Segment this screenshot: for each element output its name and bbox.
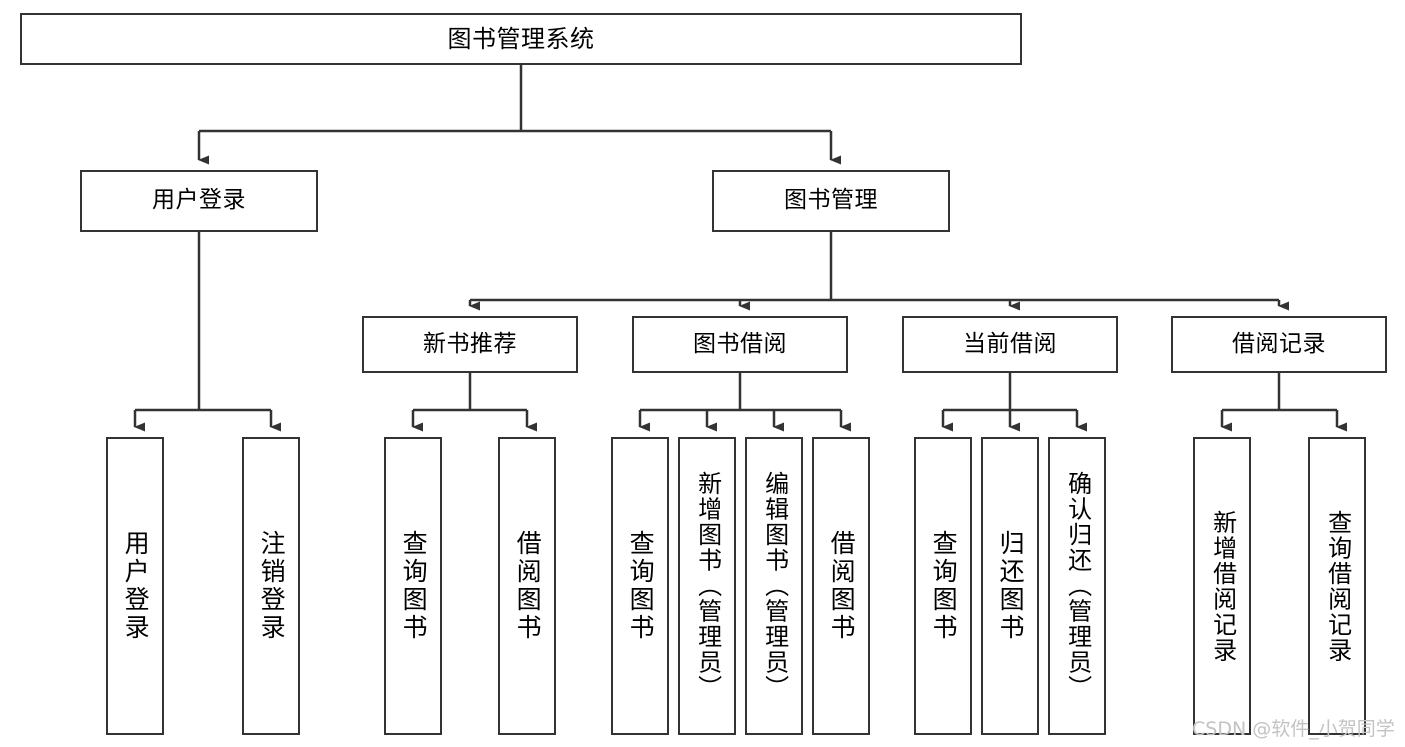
node-book-manage[interactable]: 图书管理 [712, 170, 950, 232]
node-leaf-user-login[interactable]: 用户登录 [106, 437, 164, 735]
node-label: 图书管理 [784, 187, 878, 214]
node-leaf-query-record[interactable]: 查询借阅记录 [1308, 437, 1366, 735]
node-current-borrow[interactable]: 当前借阅 [902, 316, 1118, 373]
node-leaf-return-book[interactable]: 归还图书 [981, 437, 1039, 735]
node-leaf-add-record[interactable]: 新增借阅记录 [1193, 437, 1251, 735]
node-user-login[interactable]: 用户登录 [80, 170, 318, 232]
node-label: 借阅图书 [513, 530, 543, 642]
node-label: 借阅记录 [1232, 330, 1326, 357]
node-leaf-user-logout[interactable]: 注销登录 [242, 437, 300, 735]
node-label: 查询图书 [626, 530, 656, 642]
node-label: 图书管理系统 [447, 24, 595, 53]
node-label: 编辑图书（管理员） [760, 471, 789, 701]
node-leaf-borrow-book-2[interactable]: 借阅图书 [812, 437, 870, 735]
node-leaf-add-book[interactable]: 新增图书（管理员） [678, 437, 736, 735]
node-label: 当前借阅 [963, 330, 1057, 357]
node-label: 新增图书（管理员） [693, 471, 722, 701]
node-label: 归还图书 [996, 530, 1026, 642]
node-label: 借阅图书 [827, 530, 857, 642]
node-leaf-borrow-book-1[interactable]: 借阅图书 [498, 437, 556, 735]
node-label: 新书推荐 [423, 330, 517, 357]
node-book-borrow[interactable]: 图书借阅 [632, 316, 848, 373]
node-label: 新增借阅记录 [1208, 509, 1237, 663]
node-label: 注销登录 [257, 530, 287, 642]
node-borrow-record[interactable]: 借阅记录 [1171, 316, 1387, 373]
node-leaf-query-book-3[interactable]: 查询图书 [914, 437, 972, 735]
node-label: 查询借阅记录 [1323, 509, 1352, 663]
node-leaf-query-book-1[interactable]: 查询图书 [384, 437, 442, 735]
node-root-system[interactable]: 图书管理系统 [20, 13, 1022, 65]
node-label: 用户登录 [152, 187, 246, 214]
node-leaf-confirm-return[interactable]: 确认归还（管理员） [1048, 437, 1106, 735]
csdn-watermark: CSDN @软件_小贺同学 [1192, 718, 1395, 740]
node-leaf-edit-book[interactable]: 编辑图书（管理员） [745, 437, 803, 735]
node-new-book-recommend[interactable]: 新书推荐 [362, 316, 578, 373]
node-leaf-query-book-2[interactable]: 查询图书 [611, 437, 669, 735]
node-label: 查询图书 [399, 530, 429, 642]
node-label: 查询图书 [929, 530, 959, 642]
node-label: 确认归还（管理员） [1063, 471, 1092, 701]
node-label: 图书借阅 [693, 330, 787, 357]
node-label: 用户登录 [121, 530, 151, 642]
